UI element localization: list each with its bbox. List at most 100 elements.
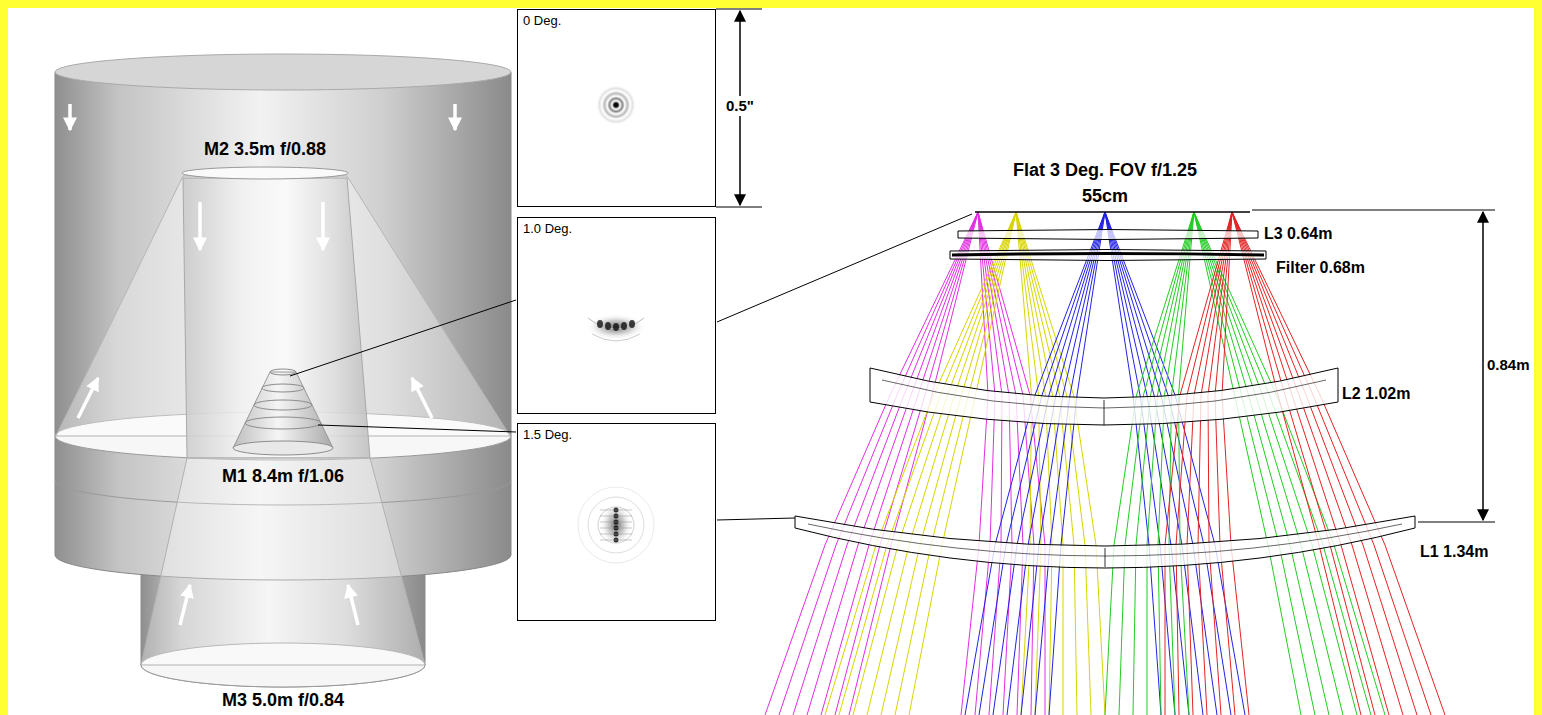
psf-fringe <box>600 515 632 517</box>
m2-to-m3-beam <box>183 178 370 458</box>
light-ray <box>867 212 1016 715</box>
light-ray <box>779 212 978 715</box>
psf-images <box>578 85 654 563</box>
light-ray <box>835 212 978 715</box>
light-ray <box>1007 212 1105 715</box>
light-ray <box>1105 212 1217 715</box>
light-ray <box>1222 212 1249 715</box>
light-ray <box>965 212 1105 715</box>
psf-speckle <box>621 322 627 330</box>
light-ray <box>1105 212 1231 715</box>
camera-body <box>233 372 333 448</box>
light-arrow <box>348 585 358 625</box>
light-ray <box>1165 212 1232 715</box>
part-label: M3 5.0m f/0.84 <box>222 690 344 712</box>
psf-fringe <box>600 509 632 511</box>
field-angle: 1.0 Deg. <box>518 218 577 240</box>
light-ray <box>1016 212 1105 715</box>
light-ray <box>1194 212 1329 715</box>
part-label: L3 0.64m <box>1264 224 1332 243</box>
lens-l1 <box>795 516 1415 568</box>
leader-line <box>290 300 516 376</box>
light-ray <box>1049 212 1105 715</box>
lens-axis <box>1105 548 1106 567</box>
light-ray <box>1021 212 1105 715</box>
light-arrow <box>78 378 98 418</box>
light-ray <box>961 212 988 715</box>
light-ray <box>1194 212 1385 715</box>
m3-to-camera-beam <box>141 458 425 665</box>
light-ray <box>1119 212 1194 715</box>
light-ray <box>881 212 1016 715</box>
leader-line <box>318 425 516 432</box>
camera-optics <box>765 210 1495 715</box>
psf-arc <box>592 334 640 341</box>
light-ray <box>1194 212 1371 715</box>
psf-fringe <box>600 527 632 529</box>
part-label: M1 8.4m f/1.06 <box>222 466 344 488</box>
dimension-tick <box>1252 210 1495 211</box>
light-arrow <box>180 585 190 625</box>
psf-halo <box>586 314 646 340</box>
light-ray <box>1176 212 1232 715</box>
psf-ring <box>578 487 654 563</box>
light-ray <box>1232 212 1431 715</box>
psf-speckle <box>605 322 611 330</box>
camera-ring <box>233 441 333 455</box>
light-ray <box>909 212 1016 715</box>
psf-speckle <box>597 320 603 328</box>
light-ray <box>849 212 978 715</box>
telescope-drawing <box>55 54 511 687</box>
light-ray <box>1105 212 1194 715</box>
light-ray <box>993 212 1105 715</box>
light-ray <box>839 212 1016 715</box>
light-arrow <box>321 202 325 250</box>
leader-line <box>717 214 972 322</box>
tube-top <box>55 54 511 90</box>
lens-l3 <box>958 230 1258 240</box>
light-ray <box>1105 212 1245 715</box>
lens-l2 <box>870 368 1338 425</box>
psf-spot <box>596 85 636 125</box>
light-ray <box>765 212 978 715</box>
light-ray <box>979 212 1105 715</box>
psf-fringe <box>600 521 632 523</box>
light-ray <box>1198 212 1232 715</box>
light-ray <box>1232 212 1417 715</box>
light-ray <box>1232 212 1361 715</box>
psf-panel: 1.0 Deg. <box>517 217 716 414</box>
focal-plane <box>975 211 1250 213</box>
light-arrow <box>68 104 72 130</box>
part-label: L1 1.34m <box>1420 542 1488 561</box>
light-ray <box>1158 212 1194 715</box>
lens-axis <box>1104 400 1105 425</box>
part-label: Flat 3 Deg. FOV f/1.25 <box>1013 160 1197 182</box>
psf-panel: 0 Deg. <box>517 9 716 207</box>
light-ray <box>1215 212 1235 715</box>
scale-tick <box>716 9 762 10</box>
light-ray <box>1016 212 1091 715</box>
camera-ring <box>262 384 304 392</box>
light-ray <box>1232 212 1445 715</box>
part-label: M2 3.5m f/0.88 <box>204 139 326 161</box>
light-ray <box>895 212 1016 715</box>
light-ray <box>853 212 1016 715</box>
light-ray <box>1133 212 1194 715</box>
light-ray <box>825 212 1016 715</box>
filter <box>950 250 1266 261</box>
psf-halo <box>600 503 632 547</box>
part-label: 0.5" <box>724 96 756 116</box>
page-ground <box>8 8 1534 715</box>
light-ray <box>1147 212 1194 715</box>
psf-speckle <box>613 323 619 331</box>
m2-mirror <box>182 167 348 179</box>
leader-line <box>717 518 795 520</box>
light-ray <box>821 212 978 715</box>
light-ray <box>1232 212 1403 715</box>
part-label: 55cm <box>1082 186 1128 208</box>
psf-panel: 1.5 Deg. <box>517 423 716 621</box>
camera-ring <box>245 417 321 429</box>
light-arrow <box>198 202 202 250</box>
light-ray <box>978 212 1012 715</box>
